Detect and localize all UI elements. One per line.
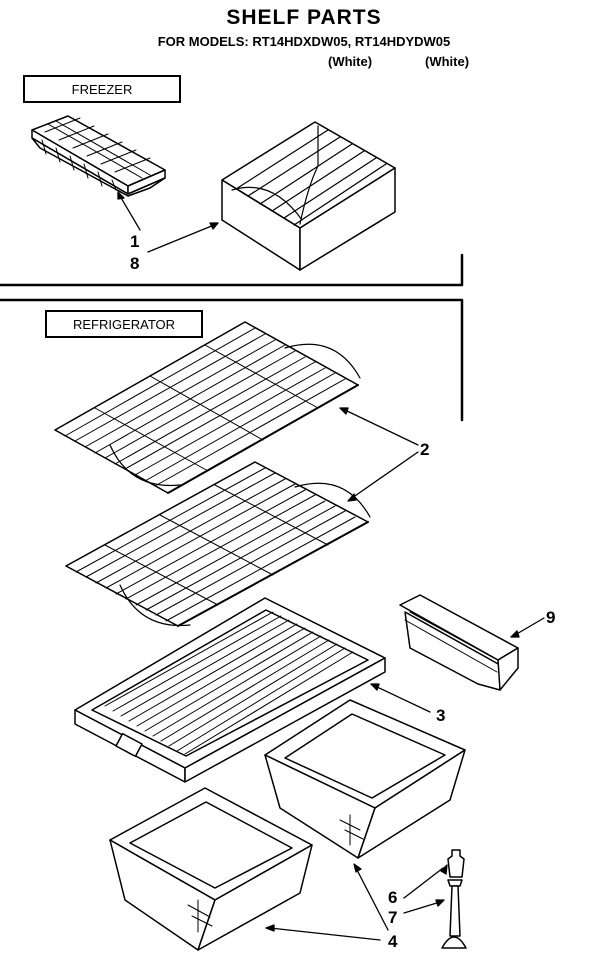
callout-2: 2 (420, 440, 430, 459)
leveling-leg (441, 849, 467, 949)
callout-8: 8 (130, 254, 140, 273)
callout-4: 4 (388, 932, 398, 951)
freezer-shelf (221, 121, 396, 271)
wire-shelf-bottom (65, 461, 371, 627)
diagram-title: SHELF PARTS (226, 6, 382, 29)
callout-6: 6 (388, 888, 398, 907)
models-subtitle: FOR MODELS: RT14HDXDW05, RT14HDYDW05 (157, 34, 451, 49)
section-dividers (0, 253, 464, 422)
callout-7: 7 (388, 908, 398, 927)
callout-9: 9 (546, 608, 556, 627)
refrigerator-section-label: REFRIGERATOR (45, 310, 203, 338)
crisper-drawer-left (109, 787, 313, 951)
leader-lines (117, 191, 545, 941)
ice-tray (31, 115, 166, 197)
variant-label-1: (White) (328, 54, 373, 69)
door-bin (399, 594, 519, 691)
crisper-cover (74, 597, 386, 783)
callout-3: 3 (436, 706, 446, 725)
wire-shelf-top (54, 321, 361, 494)
freezer-section-label: FREEZER (23, 75, 181, 103)
variant-label-2: (White) (425, 54, 470, 69)
callout-1: 1 (130, 232, 140, 251)
crisper-drawer-right (264, 699, 466, 859)
